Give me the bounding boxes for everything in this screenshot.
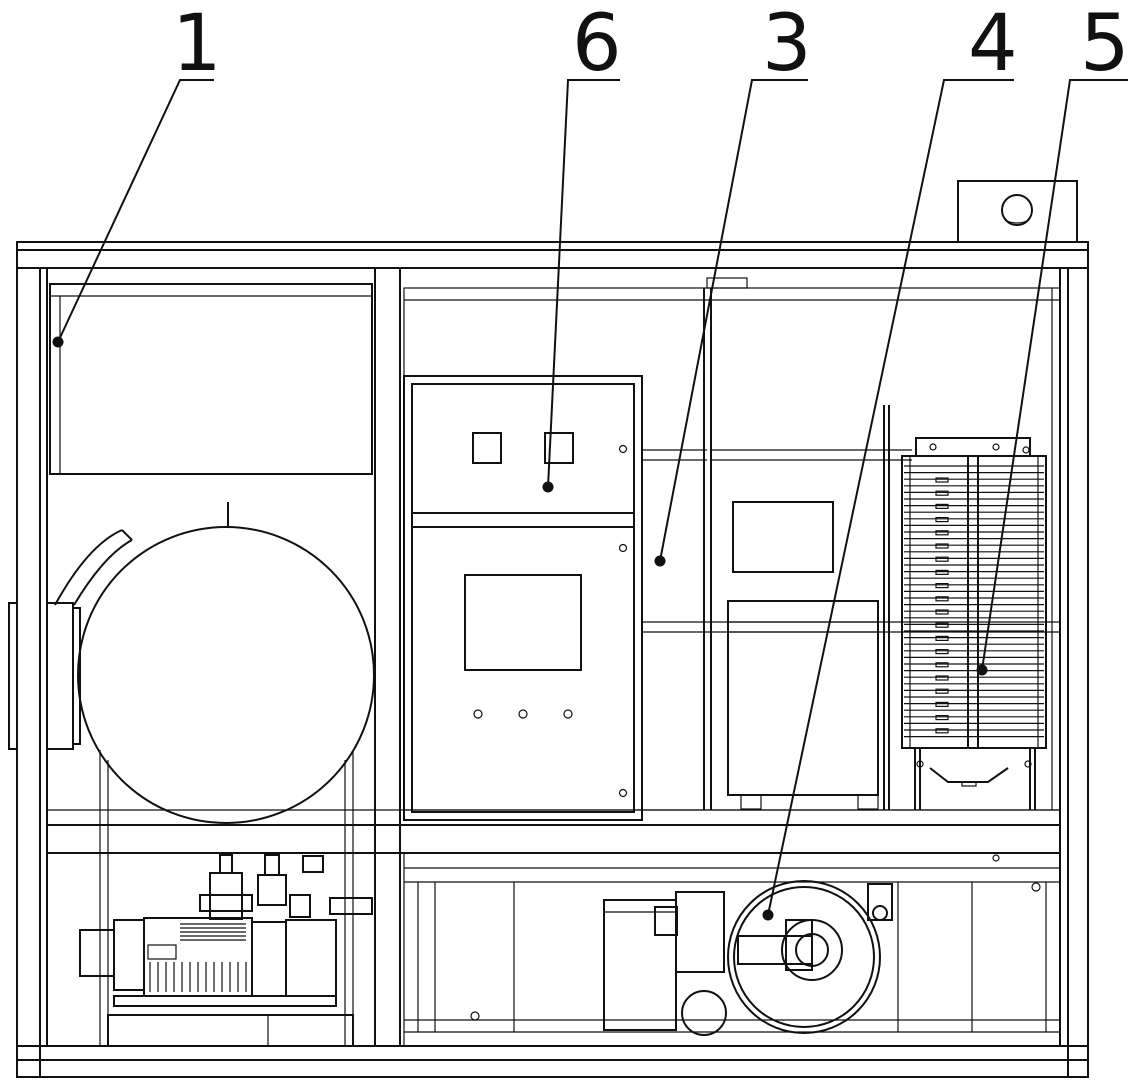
filter-slot (935, 530, 949, 536)
vacuum-pump (79, 854, 373, 1047)
callout-label-3: 3 (762, 0, 812, 89)
leader-1 (57, 79, 214, 343)
callout-dot-5 (976, 664, 988, 676)
filter-slot (935, 543, 949, 549)
filter-slot (935, 556, 949, 562)
filter-slot (935, 516, 949, 523)
filter-slot (935, 609, 949, 615)
callout-label-6: 6 (572, 0, 622, 89)
callout-label-1: 1 (172, 0, 222, 89)
filter-fins (904, 465, 1044, 738)
callout-dot-6 (542, 481, 554, 493)
callout-label-5: 5 (1080, 0, 1130, 89)
item-5-filter (901, 437, 1047, 810)
callout-dot-4 (762, 909, 774, 921)
top-box (957, 180, 1078, 243)
filter-slot (935, 662, 949, 668)
filter-slot (935, 569, 949, 576)
pump-fins (149, 923, 247, 992)
filter-slot (935, 648, 949, 655)
outer-frame (8, 241, 1089, 1078)
filter-slot (935, 477, 949, 483)
tank (46, 502, 375, 1046)
leader-5 (981, 79, 1128, 671)
leader-4 (767, 79, 1014, 916)
filter-slot (935, 675, 949, 681)
filter-slot (935, 688, 949, 694)
leader-lines (52, 79, 1128, 921)
item-6-cabinet (403, 375, 643, 821)
leader-6 (547, 79, 620, 488)
callout-dot-1 (52, 336, 64, 348)
callout-label-4: 4 (968, 0, 1018, 89)
filter-slot (935, 701, 949, 708)
filter-slot (935, 622, 949, 628)
filter-slot (935, 582, 949, 589)
filter-slot (935, 714, 949, 721)
filter-slot (935, 728, 949, 734)
filter-slot (935, 503, 949, 509)
leader-3 (659, 79, 808, 562)
filter-slot (935, 635, 949, 642)
item-1-panel (49, 283, 373, 475)
item-3-panel (403, 277, 1061, 811)
item-4-blower (403, 852, 1061, 1047)
filter-slot (935, 596, 949, 602)
filter-slot (935, 490, 949, 496)
callout-dot-3 (654, 555, 666, 567)
